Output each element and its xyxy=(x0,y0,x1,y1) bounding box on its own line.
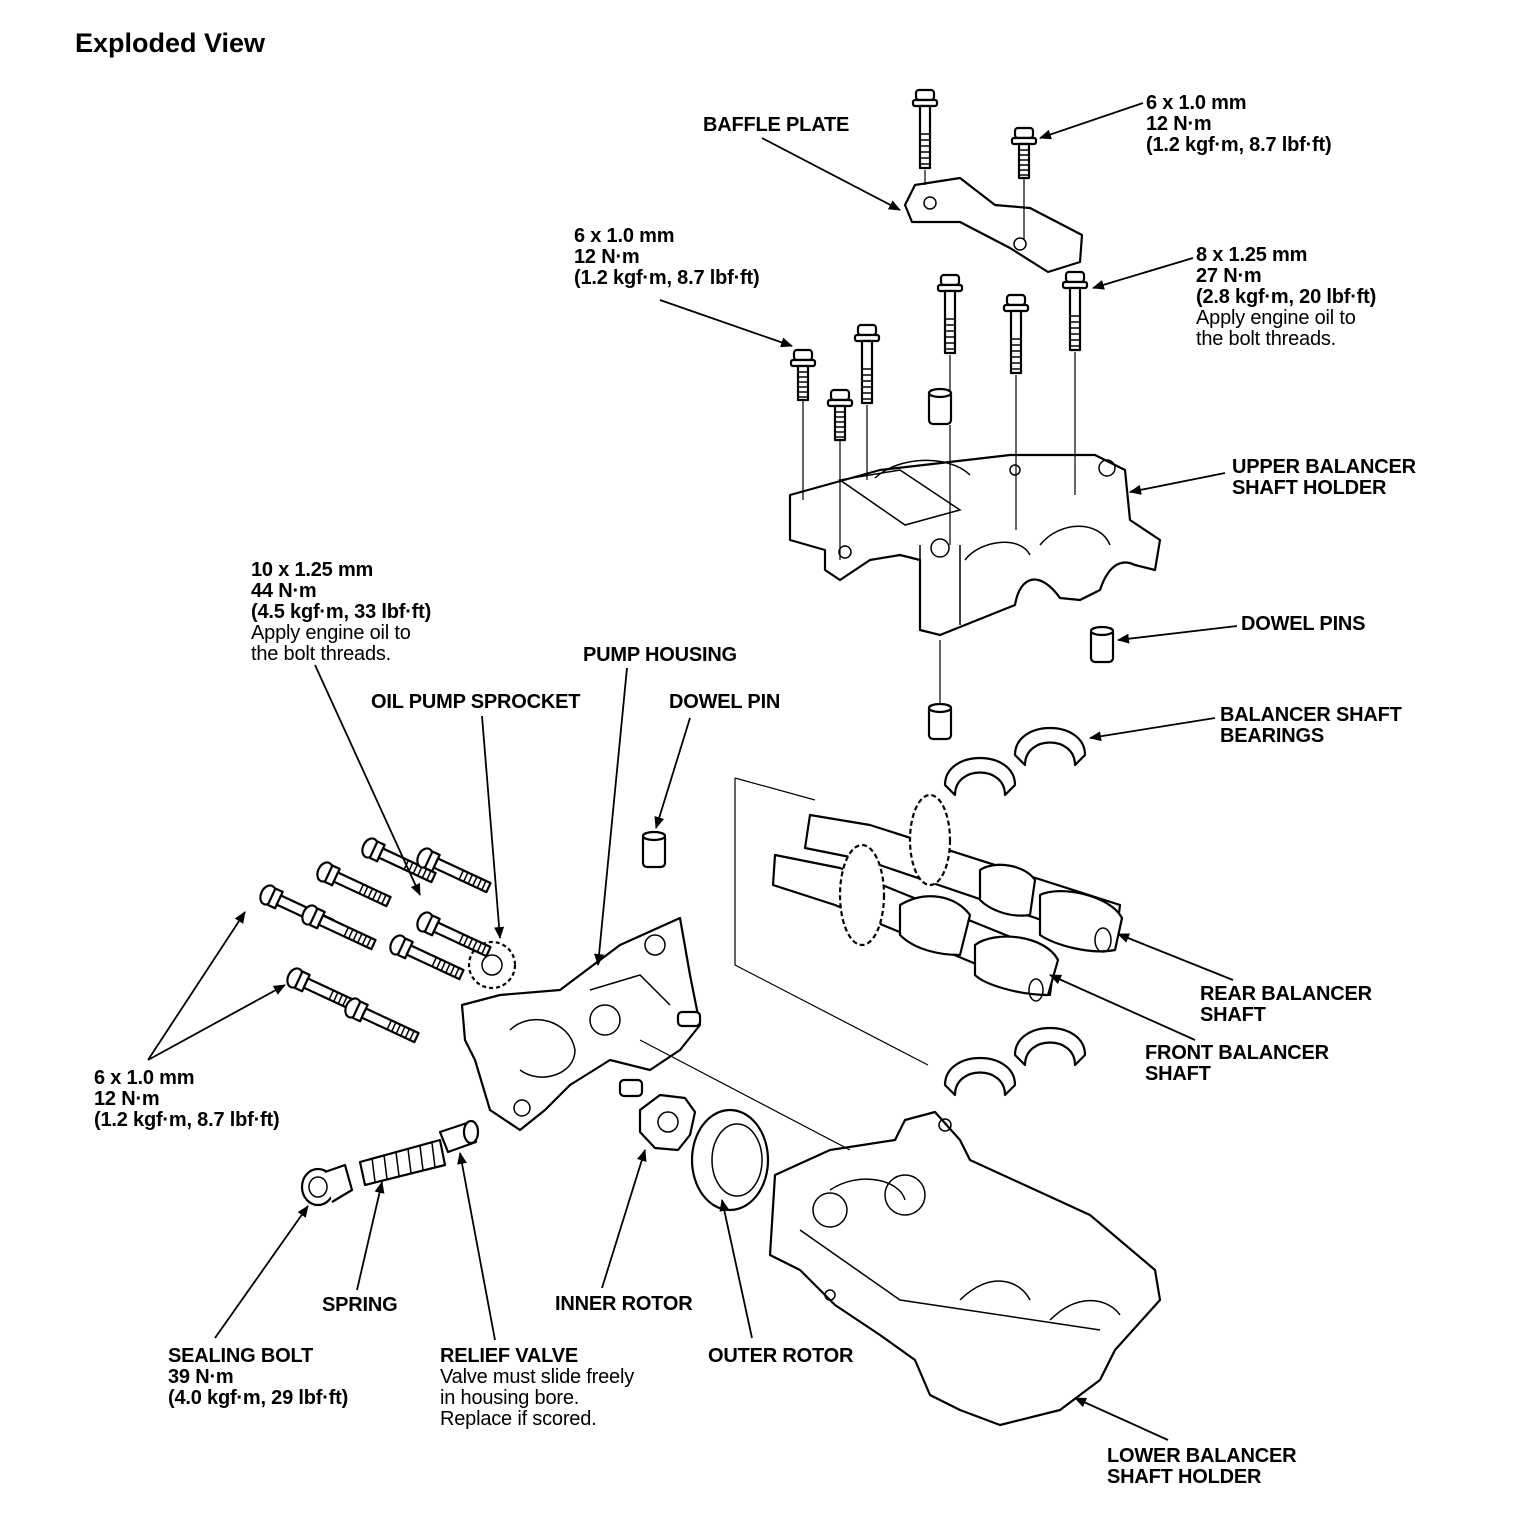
baffle-bolt-1 xyxy=(911,88,939,170)
label-oil-pump-sprocket: OIL PUMP SPROCKET xyxy=(371,691,581,713)
relief-valve xyxy=(438,1119,480,1154)
label-dowel-pin: DOWEL PIN xyxy=(669,691,781,713)
bearing-lower-1 xyxy=(943,1056,1017,1097)
label-spring: SPRING xyxy=(322,1294,398,1316)
label-inner-rotor: INNER ROTOR xyxy=(555,1293,693,1315)
label-bolt-10x125: 10 x 1.25 mm 44 N·m (4.5 kgf·m, 33 lbf·f… xyxy=(251,559,432,665)
label-lower-balancer-shaft-holder: LOWER BALANCER SHAFT HOLDER xyxy=(1107,1445,1297,1488)
label-balancer-shaft-bearings: BALANCER SHAFT BEARINGS xyxy=(1220,704,1402,747)
label-upper-balancer-shaft-holder: UPPER BALANCER SHAFT HOLDER xyxy=(1232,456,1416,499)
holder-dowel-2 xyxy=(1089,625,1115,664)
label-pump-housing: PUMP HOUSING xyxy=(583,644,737,666)
label-bolt-6x1-left: 6 x 1.0 mm 12 N·m (1.2 kgf·m, 8.7 lbf·ft… xyxy=(94,1067,280,1131)
holder-bolt-3 xyxy=(853,323,881,405)
pump-bolt-5 xyxy=(298,901,379,955)
bearing-lower-2 xyxy=(1013,1026,1087,1067)
outer-rotor xyxy=(690,1108,770,1212)
label-rear-balancer-shaft: REAR BALANCER SHAFT xyxy=(1200,983,1372,1026)
holder-bolt-2 xyxy=(826,388,854,442)
pump-dowel-pin xyxy=(641,830,667,869)
holder-dowel-3 xyxy=(927,702,953,741)
front-balancer-shaft xyxy=(771,843,1060,1002)
small-dowel-2 xyxy=(618,1078,644,1098)
label-baffle-plate: BAFFLE PLATE xyxy=(703,114,850,136)
holder-bolt-6 xyxy=(1061,270,1089,352)
sealing-bolt xyxy=(300,1163,354,1207)
pump-bolt-3 xyxy=(313,858,394,912)
rear-balancer-shaft xyxy=(803,793,1124,953)
label-relief-valve: RELIEF VALVE Valve must slide freely in … xyxy=(440,1345,634,1430)
label-sealing-bolt: SEALING BOLT 39 N·m (4.0 kgf·m, 29 lbf·f… xyxy=(168,1345,349,1409)
bearing-upper-2 xyxy=(1013,726,1087,767)
holder-bolt-1 xyxy=(789,348,817,402)
label-bolt-6x1-mid: 6 x 1.0 mm 12 N·m (1.2 kgf·m, 8.7 lbf·ft… xyxy=(574,225,760,289)
baffle-plate xyxy=(903,176,1084,274)
baffle-bolt-2 xyxy=(1010,126,1038,180)
lower-balancer-shaft-holder xyxy=(768,1110,1162,1427)
spring xyxy=(358,1138,447,1187)
holder-dowel-1 xyxy=(927,387,953,426)
holder-bolt-5 xyxy=(1002,293,1030,375)
label-bolt-6x1-top: 6 x 1.0 mm 12 N·m (1.2 kgf·m, 8.7 lbf·ft… xyxy=(1146,92,1332,156)
label-front-balancer-shaft: FRONT BALANCER SHAFT xyxy=(1145,1042,1329,1085)
holder-bolt-4 xyxy=(936,273,964,355)
bearing-upper-1 xyxy=(943,756,1017,797)
label-dowel-pins: DOWEL PINS xyxy=(1241,613,1366,635)
leader-lines xyxy=(147,102,1238,1441)
label-outer-rotor: OUTER ROTOR xyxy=(708,1345,854,1367)
label-bolt-8x125: 8 x 1.25 mm 27 N·m (2.8 kgf·m, 20 lbf·ft… xyxy=(1196,244,1377,350)
upper-balancer-shaft-holder xyxy=(788,453,1162,637)
page-title: Exploded View xyxy=(75,28,266,58)
inner-rotor xyxy=(638,1093,697,1152)
pump-bolt-8 xyxy=(341,994,422,1048)
small-dowel-1 xyxy=(676,1010,702,1028)
